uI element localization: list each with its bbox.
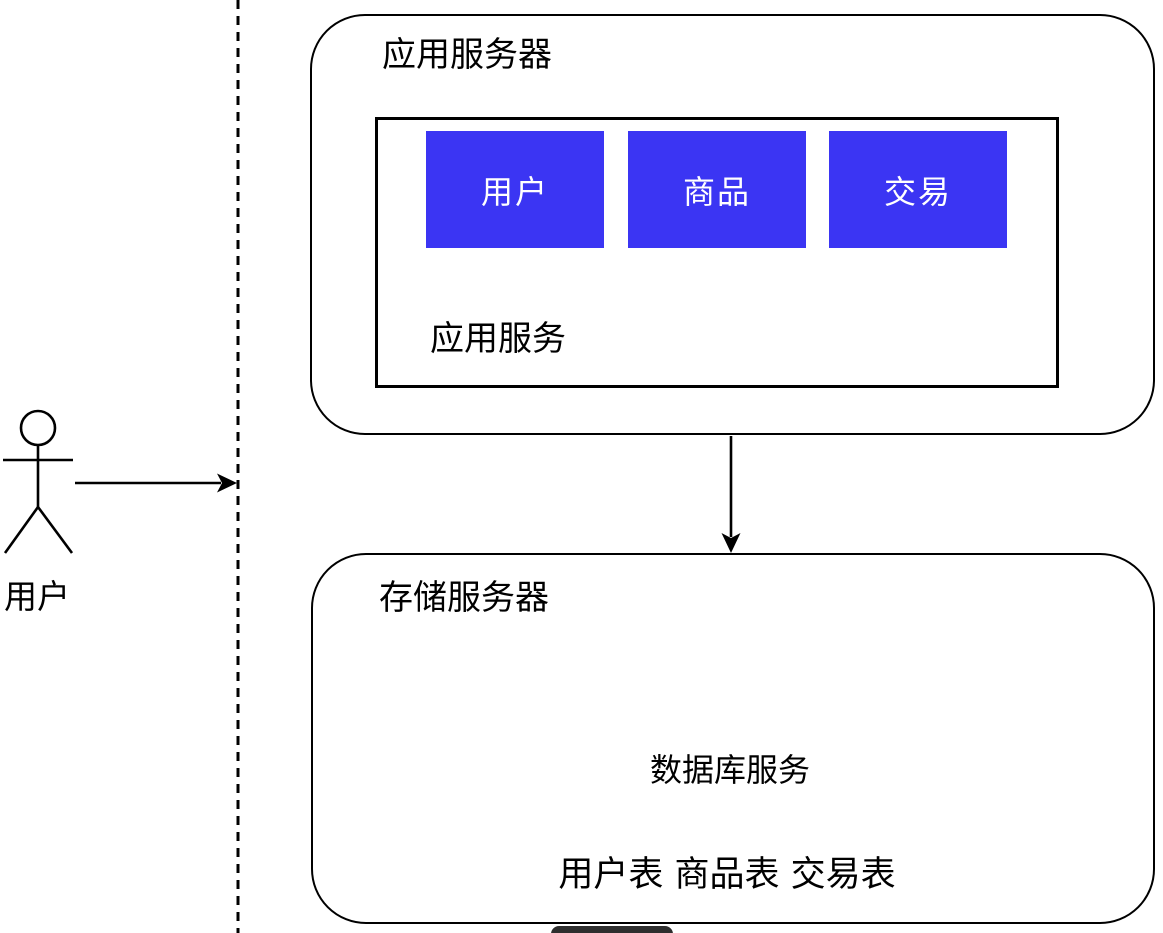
storage-server-box xyxy=(311,553,1155,924)
actor-leg-left xyxy=(3,506,40,554)
module-chip-user: 用户 xyxy=(426,131,604,248)
arrowhead-down xyxy=(721,533,741,553)
actor-leg-right xyxy=(36,506,74,554)
app-to-storage-arrow xyxy=(721,436,741,553)
app-server-title: 应用服务器 xyxy=(382,35,552,75)
module-chip-transaction: 交易 xyxy=(829,131,1007,248)
bottom-partial-shape xyxy=(551,926,673,933)
database-label: 数据库服务 xyxy=(649,751,811,789)
actor-figure xyxy=(3,409,74,554)
arrowhead-right xyxy=(217,473,237,493)
storage-server-title: 存储服务器 xyxy=(379,578,549,618)
tables-label: 用户表 商品表 交易表 xyxy=(558,855,896,895)
app-service-title: 应用服务 xyxy=(430,319,566,359)
module-chip-product: 商品 xyxy=(628,131,806,248)
actor-label: 用户 xyxy=(4,577,70,616)
user-to-system-arrow xyxy=(75,473,237,493)
actor-head xyxy=(19,409,57,447)
